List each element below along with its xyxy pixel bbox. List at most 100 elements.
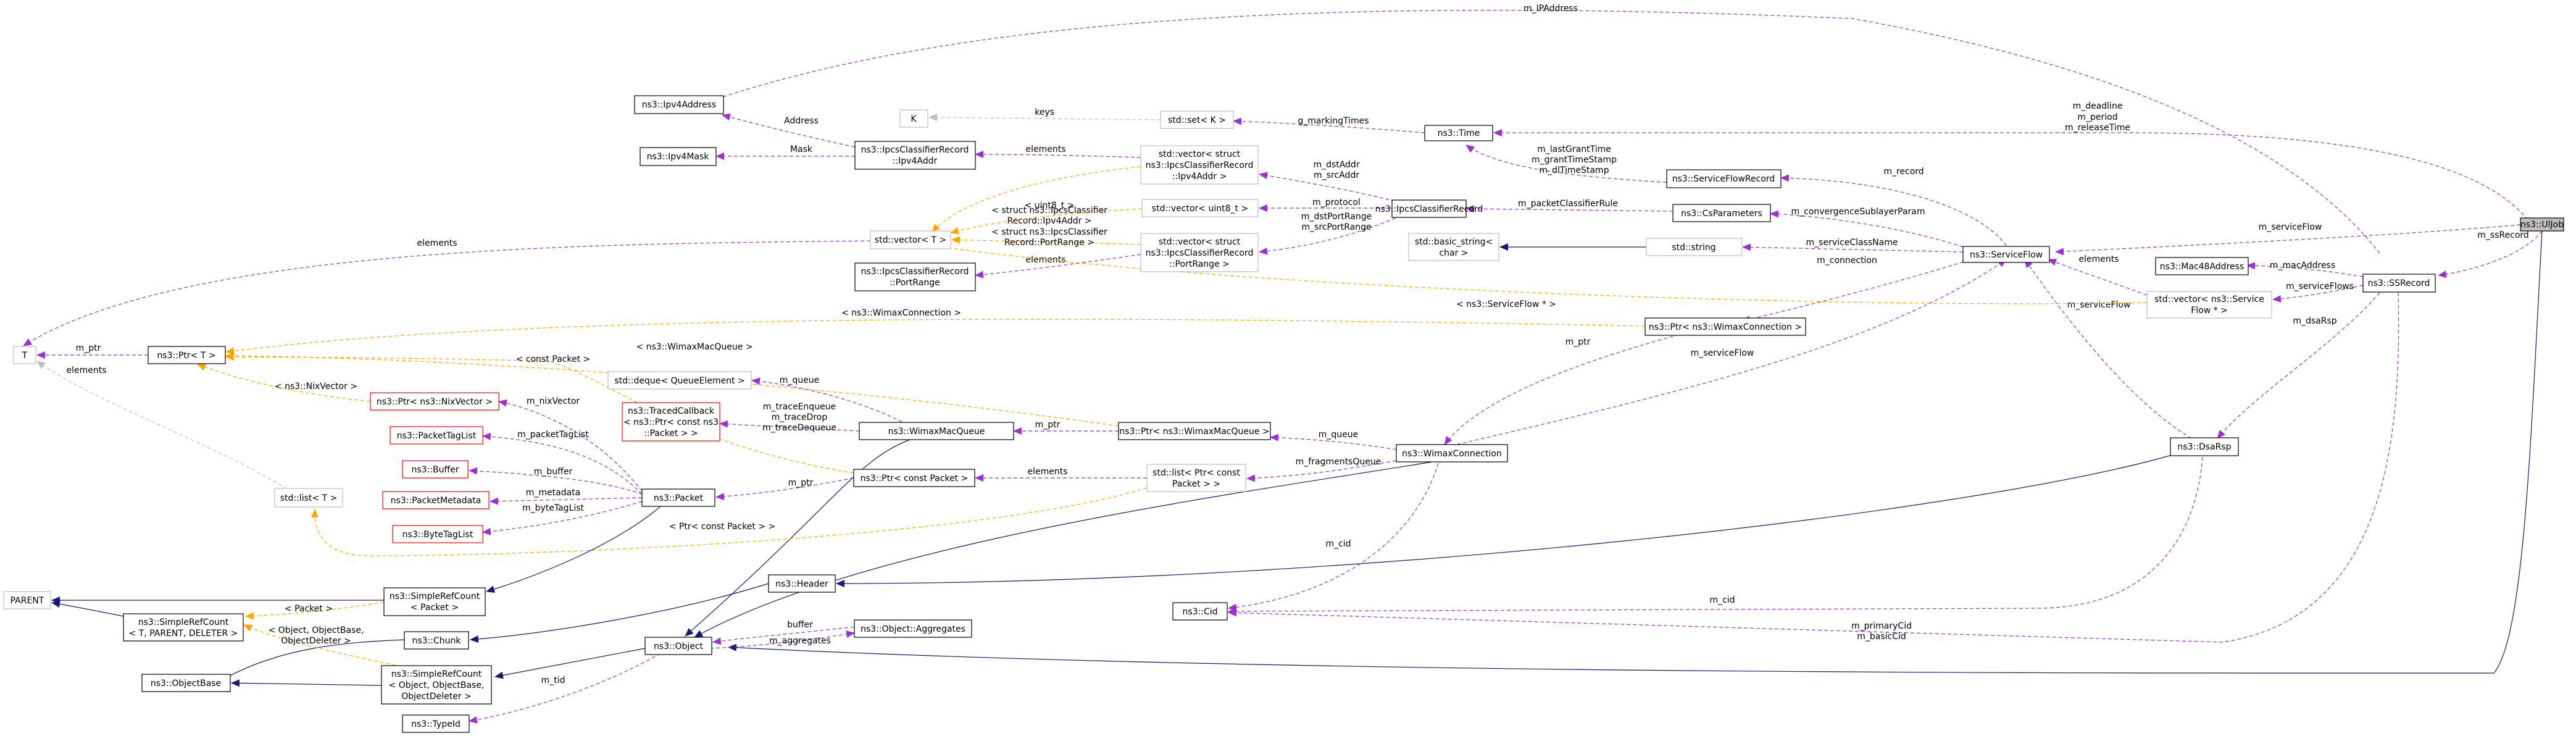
edge-m-connection	[1741, 257, 1976, 323]
node-dsarsp[interactable]: ns3::DsaRsp	[2170, 437, 2239, 456]
node-csparameters[interactable]: ns3::CsParameters	[1672, 204, 1771, 222]
label-m-buffer: m_buffer	[534, 467, 573, 477]
edge-m-fragmentsqueue	[1246, 460, 1397, 482]
node-cid[interactable]: ns3::Cid	[1172, 602, 1228, 621]
node-uljob-label: ns3::UlJob	[2520, 220, 2564, 230]
edge-m-queue-conn	[1270, 433, 1397, 450]
node-vector-uint8[interactable]: std::vector< uint8_t >	[1141, 199, 1259, 217]
label-m-cid-conn: m_cid	[1325, 539, 1351, 549]
label-m-connection: m_connection	[1817, 256, 1877, 266]
node-deque[interactable]: std::deque< QueueElement >	[607, 371, 752, 390]
node-stdstring[interactable]: std::string	[1646, 238, 1743, 256]
node-k[interactable]: K	[899, 109, 928, 128]
node-stdvector-t[interactable]: std::vector< T >	[870, 230, 951, 249]
node-vector-serviceflow[interactable]: std::vector< ns3::Service Flow * >	[2146, 291, 2272, 319]
node-chunk[interactable]: ns3::Chunk	[404, 631, 469, 650]
node-uljob[interactable]: ns3::UlJob	[2520, 217, 2564, 232]
node-ptr-wimaxconnection-label: ns3::Ptr< ns3::WimaxConnection >	[1649, 322, 1802, 332]
label-m-dstaddr-0: m_dstAddr	[1313, 160, 1359, 170]
node-object[interactable]: ns3::Object	[644, 637, 712, 655]
node-serviceflowrecord[interactable]: ns3::ServiceFlowRecord	[1666, 169, 1782, 188]
node-packet-label: ns3::Packet	[654, 493, 704, 503]
node-setk[interactable]: std::set< K >	[1160, 111, 1234, 129]
label-m-lastgrant-1: m_grantTimeStamp	[1532, 155, 1617, 165]
node-mac48address[interactable]: ns3::Mac48Address	[2155, 257, 2249, 275]
node-list-ptr-const-packet[interactable]: std::list< Ptr< const Packet > >	[1146, 464, 1246, 492]
edge-m-serviceclassname	[1742, 243, 1964, 253]
label-g-markingtimes: g_markingTimes	[1298, 116, 1369, 126]
edge-tmpl-packet	[245, 601, 385, 620]
label-m-queue-deque: m_queue	[780, 375, 820, 385]
node-portrange[interactable]: ns3::IpcsClassifierRecord ::PortRange	[854, 262, 976, 291]
node-ptr-t[interactable]: ns3::Ptr< T >	[148, 346, 226, 364]
node-t-label: T	[22, 351, 28, 361]
node-csparameters-label: ns3::CsParameters	[1681, 209, 1762, 219]
node-buffer[interactable]: ns3::Buffer	[402, 460, 469, 479]
node-packettaglist[interactable]: ns3::PacketTagList	[390, 426, 483, 445]
node-vector-ipv4addr[interactable]: std::vector< struct ns3::IpcsClassifierR…	[1140, 145, 1259, 185]
nodes: ns3::UlJob ns3::SSRecord ns3::Mac48Addre…	[3, 95, 2564, 733]
node-simplerefcount-template[interactable]: ns3::SimpleRefCount < T, PARENT, DELETER…	[123, 613, 244, 642]
node-setk-label: std::set< K >	[1168, 115, 1226, 125]
node-basicstring-label-1: char >	[1439, 248, 1468, 258]
node-simplerefcount-packet[interactable]: ns3::SimpleRefCount < Packet >	[383, 587, 486, 616]
label-m-lastgrant-2: m_dlTimeStamp	[1539, 165, 1609, 175]
node-simplerefcount-object[interactable]: ns3::SimpleRefCount < Object, ObjectBase…	[381, 665, 492, 705]
label-elements-listptr: elements	[1027, 467, 1067, 477]
edge-m-tid	[469, 653, 661, 724]
node-ipv4address[interactable]: ns3::Ipv4Address	[634, 95, 724, 114]
node-aggregates[interactable]: ns3::Object::Aggregates	[854, 619, 972, 638]
node-ipcsclassifierrecord[interactable]: ns3::IpcsClassifierRecord	[1375, 199, 1483, 218]
edge-m-primarycid	[1228, 292, 2399, 643]
node-serviceflowrecord-label: ns3::ServiceFlowRecord	[1672, 174, 1775, 184]
node-simplerefcount-object-label-0: ns3::SimpleRefCount	[391, 669, 482, 679]
node-basicstring[interactable]: std::basic_string< char >	[1408, 233, 1499, 261]
node-typeid-label: ns3::TypeId	[411, 719, 461, 729]
node-parent[interactable]: PARENT	[3, 591, 51, 609]
node-ptr-const-packet[interactable]: ns3::Ptr< const Packet >	[853, 469, 975, 487]
edge-queue-object	[685, 438, 914, 637]
label-m-deadline-1: m_period	[2077, 112, 2117, 122]
node-bytetaglist[interactable]: ns3::ByteTagList	[392, 525, 483, 543]
edge-m-ptr-conn	[1444, 334, 1680, 445]
edge-tmpl-wimaxconn	[225, 319, 1646, 355]
node-packet[interactable]: ns3::Packet	[641, 488, 715, 507]
node-ssrecord[interactable]: ns3::SSRecord	[2362, 274, 2436, 293]
node-vector-ipv4addr-label-0: std::vector< struct	[1159, 149, 1241, 159]
label-m-ptr-conn: m_ptr	[1565, 337, 1591, 347]
node-ptr-nixvector[interactable]: ns3::Ptr< ns3::NixVector >	[370, 392, 499, 411]
edge-m-packetclassifier	[1465, 205, 1674, 213]
node-serviceflow[interactable]: ns3::ServiceFlow	[1962, 246, 2050, 263]
edge-tmpl-ptr-const-packet	[311, 487, 1148, 556]
node-ptr-wimaxmacqueue[interactable]: ns3::Ptr< ns3::WimaxMacQueue >	[1118, 422, 1271, 440]
node-objectbase[interactable]: ns3::ObjectBase	[141, 674, 231, 692]
edge-m-ptr-packet	[715, 477, 854, 501]
node-wimaxconnection[interactable]: ns3::WimaxConnection	[1396, 444, 1508, 463]
node-simplerefcount-template-label-0: ns3::SimpleRefCount	[138, 618, 229, 627]
node-tracedcallback[interactable]: ns3::TracedCallback < ns3::Ptr< const ns…	[622, 402, 720, 442]
edge-m-aggregates	[709, 630, 855, 649]
node-vector-portrange[interactable]: std::vector< struct ns3::IpcsClassifierR…	[1140, 233, 1259, 272]
node-header[interactable]: ns3::Header	[768, 574, 836, 593]
node-parent-label: PARENT	[10, 596, 44, 606]
node-t[interactable]: T	[13, 346, 36, 364]
node-packetmetadata[interactable]: ns3::PacketMetadata	[382, 491, 490, 509]
node-ipv4mask[interactable]: ns3::Ipv4Mask	[640, 147, 717, 166]
label-tmpl-wimaxmacqueue: < ns3::WimaxMacQueue >	[636, 342, 752, 352]
node-vector-uint8-label: std::vector< uint8_t >	[1152, 204, 1248, 214]
node-ptr-wimaxconnection[interactable]: ns3::Ptr< ns3::WimaxConnection >	[1644, 317, 1806, 336]
label-tmpl-ptr-const-packet: < Ptr< const Packet > >	[669, 522, 776, 532]
label-tmpl-const-packet: < const Packet >	[516, 354, 591, 364]
label-m-cid-dsarsp: m_cid	[1709, 595, 1735, 605]
node-wimaxmacqueue[interactable]: ns3::WimaxMacQueue	[859, 422, 1014, 440]
node-stdlist-t[interactable]: std::list< T >	[274, 488, 343, 508]
node-typeid[interactable]: ns3::TypeId	[402, 714, 470, 733]
node-portrange-label-1: ::PortRange	[890, 278, 940, 288]
edge-tmpl-object	[243, 624, 420, 671]
label-m-convergence: m_convergenceSublayerParam	[1791, 207, 1925, 217]
label-tmpl-portrange-0: < struct ns3::IpcsClassifier	[991, 227, 1107, 237]
edge-packet-simpleref	[486, 506, 661, 593]
node-time[interactable]: ns3::Time	[1424, 125, 1493, 141]
node-ipv4addr[interactable]: ns3::IpcsClassifierRecord ::Ipv4Addr	[854, 141, 976, 170]
label-m-record: m_record	[1883, 167, 1924, 177]
